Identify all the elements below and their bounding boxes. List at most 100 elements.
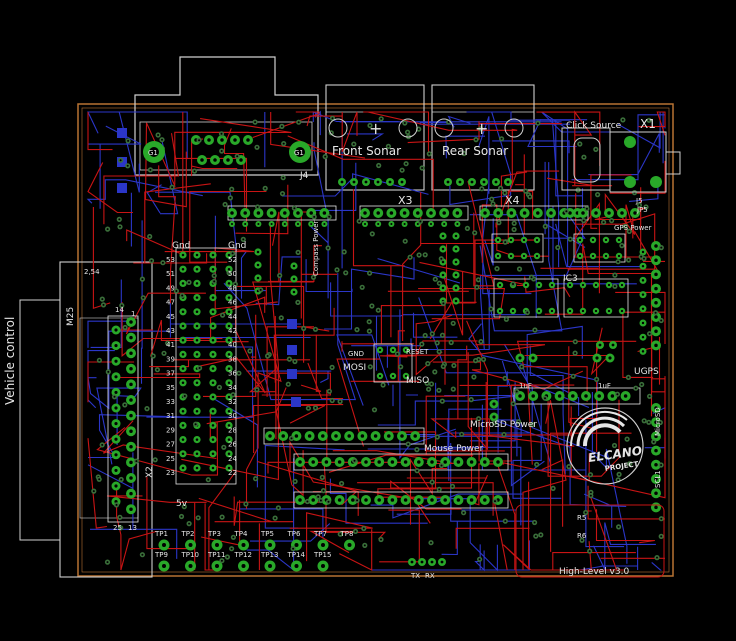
via-drill bbox=[643, 257, 645, 260]
via-drill bbox=[380, 538, 382, 541]
via-drill bbox=[230, 188, 233, 191]
via-drill bbox=[328, 390, 331, 393]
double-header-pin-drill bbox=[211, 367, 215, 370]
gps-header-pin-drill bbox=[557, 394, 562, 398]
copper-trace bbox=[474, 463, 505, 506]
double-header-pin-drill bbox=[181, 424, 185, 427]
right-header-pin-drill bbox=[654, 315, 658, 319]
via-drill bbox=[530, 276, 533, 279]
via-drill bbox=[643, 419, 646, 422]
bottom-header-outline bbox=[263, 427, 425, 445]
j4-label: J4 bbox=[299, 171, 309, 181]
header-pin-small-drill bbox=[270, 222, 273, 226]
via-drill bbox=[419, 220, 422, 223]
via-drill bbox=[565, 210, 568, 213]
edge-pin-drill bbox=[129, 320, 133, 324]
right-header-pin-small-drill bbox=[641, 250, 645, 254]
ic-b-pin-drill bbox=[607, 283, 611, 287]
copper-trace bbox=[350, 330, 419, 382]
smd-part bbox=[287, 345, 297, 355]
ic-d-pin-drill bbox=[578, 254, 582, 258]
via-drill bbox=[221, 314, 224, 317]
version-block-outline bbox=[515, 504, 665, 578]
via-drill bbox=[442, 365, 445, 368]
via-drill bbox=[451, 485, 454, 488]
front-sonar-terminals: + bbox=[328, 118, 418, 138]
test-point-drill bbox=[321, 564, 325, 568]
via-drill bbox=[438, 282, 441, 285]
jumper-pin-drill bbox=[441, 260, 445, 264]
via-drill bbox=[492, 202, 494, 205]
miso-label: MISO bbox=[406, 376, 429, 386]
r5-label: R5 bbox=[577, 514, 586, 522]
test-point-drill bbox=[268, 564, 272, 568]
via-drill bbox=[362, 527, 365, 530]
header-pin-drill bbox=[496, 211, 500, 215]
j5-label: J5 bbox=[635, 197, 643, 205]
jumper-pin-drill bbox=[256, 263, 260, 267]
copper-trace bbox=[86, 179, 203, 204]
via-drill bbox=[595, 378, 598, 381]
gps-header-pin-drill bbox=[610, 394, 615, 398]
copper-trace bbox=[96, 422, 219, 476]
via-drill bbox=[648, 332, 651, 335]
via-drill bbox=[107, 370, 110, 373]
test-point-drill bbox=[268, 543, 272, 547]
via-drill bbox=[656, 556, 658, 559]
double-header-pin-drill bbox=[195, 452, 199, 456]
via-drill bbox=[524, 190, 527, 193]
copper-trace bbox=[155, 191, 238, 253]
pin-number-right: 38 bbox=[228, 355, 237, 363]
edge-pin-drill bbox=[129, 367, 133, 371]
double-header-pin-drill bbox=[181, 438, 185, 441]
via-drill bbox=[377, 164, 380, 167]
jumper-pin-drill bbox=[292, 277, 296, 281]
double-header-pin-drill bbox=[195, 253, 199, 257]
copper-trace bbox=[515, 154, 560, 235]
via-drill bbox=[368, 272, 371, 275]
copper-trace bbox=[442, 271, 464, 336]
pin-number-left: 41 bbox=[166, 341, 175, 349]
via-drill bbox=[437, 389, 440, 392]
bottom-header-pin-drill bbox=[403, 460, 408, 464]
via-drill bbox=[500, 137, 503, 140]
via-drill bbox=[354, 530, 357, 533]
edge-pin-drill bbox=[129, 398, 133, 402]
via-drill bbox=[306, 500, 309, 503]
double-header-pin-drill bbox=[181, 282, 185, 285]
via-drill bbox=[314, 406, 317, 409]
double-header-pin-drill bbox=[181, 367, 185, 370]
via-drill bbox=[312, 276, 315, 279]
pin-number-right: 32 bbox=[228, 398, 237, 406]
serial-pin-drill bbox=[420, 560, 424, 564]
copper-trace bbox=[300, 211, 337, 319]
copper-trace bbox=[103, 133, 180, 225]
header-pin-small-drill bbox=[323, 222, 326, 226]
pin-number-right: 46 bbox=[228, 299, 237, 307]
double-header-pin-drill bbox=[181, 338, 185, 342]
copper-trace bbox=[87, 112, 113, 151]
pin-number-right: 24 bbox=[228, 455, 237, 463]
via-drill bbox=[475, 138, 477, 141]
ic-e-pin-drill bbox=[391, 348, 395, 352]
edge-pin-drill bbox=[129, 429, 133, 433]
via-drill bbox=[405, 162, 408, 165]
via-drill bbox=[420, 343, 423, 346]
copper-trace bbox=[587, 485, 665, 520]
gps-header-pin-drill bbox=[571, 394, 575, 398]
right-header-pin-small-drill bbox=[641, 335, 645, 339]
pin-number-right: 34 bbox=[228, 384, 237, 392]
via-drill bbox=[180, 515, 183, 518]
via-drill bbox=[512, 283, 514, 285]
via-drill bbox=[237, 372, 240, 375]
via-drill bbox=[528, 195, 531, 198]
double-header-pin-drill bbox=[211, 424, 215, 427]
test-point-drill bbox=[215, 543, 219, 547]
double-header-pin-drill bbox=[227, 424, 231, 427]
copper-trace bbox=[466, 111, 570, 121]
ic-e-pin-drill bbox=[404, 374, 408, 378]
via-drill bbox=[421, 167, 424, 169]
double-header-pin-drill bbox=[211, 452, 215, 456]
via-drill bbox=[497, 221, 500, 224]
via-drill bbox=[544, 397, 546, 400]
